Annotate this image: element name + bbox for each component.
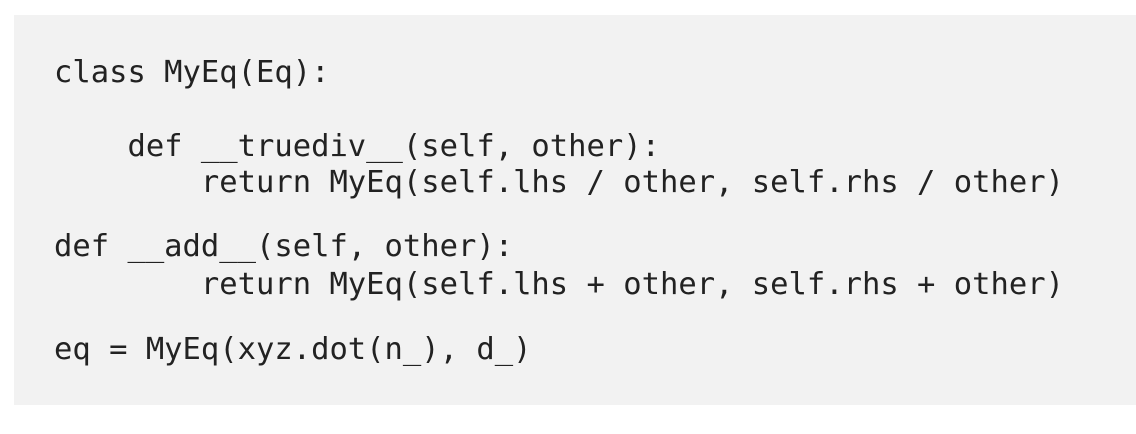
code-line: def __add__(self, other): <box>54 229 514 264</box>
code-line: eq = MyEq(xyz.dot(n_), d_) <box>54 332 532 367</box>
code-line: return MyEq(self.lhs / other, self.rhs /… <box>54 165 1064 200</box>
code-line: return MyEq(self.lhs + other, self.rhs +… <box>54 267 1064 302</box>
code-line: def __truediv__(self, other): <box>54 129 660 164</box>
code-block: class MyEq(Eq): def __truediv__(self, ot… <box>14 15 1136 405</box>
code-line: class MyEq(Eq): <box>54 55 330 90</box>
